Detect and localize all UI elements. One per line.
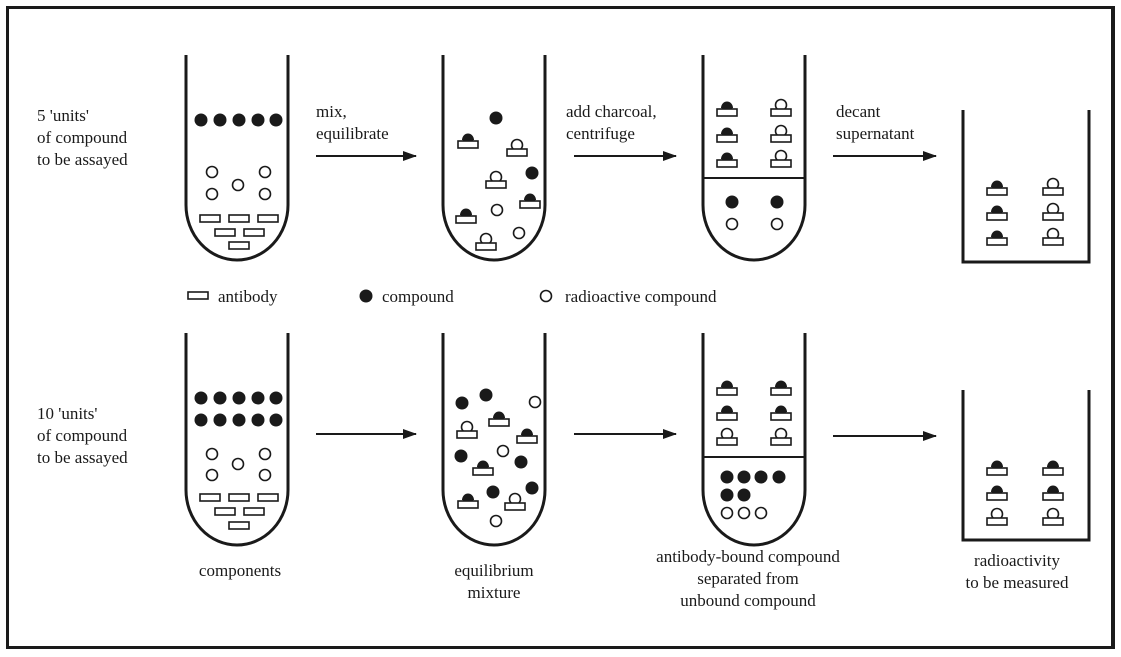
caption-separated: antibody-bound compound separated from u… [656, 547, 840, 610]
step-centrifuge-label: add charcoal, centrifuge [566, 102, 657, 143]
separated-bound-row1 [716, 98, 792, 168]
caption-components: components [198, 561, 282, 580]
equilibrium-contents-row2 [454, 388, 542, 528]
radioactive-dots-row2 [205, 447, 272, 482]
equilibrium-contents-row1 [455, 111, 541, 251]
separated-unbound-row2 [720, 470, 786, 520]
container-measured-row1 [961, 110, 1091, 264]
separated-bound-row2 [716, 379, 792, 446]
legend-radioactive-label: radioactive compound [565, 287, 717, 306]
legend-antibody-icon [187, 291, 209, 300]
tube-separated-row2 [701, 333, 807, 547]
radioactive-dots-row1 [205, 165, 272, 201]
row1-amount-label: 5 'units' of compound to be assayed [37, 106, 128, 169]
tube-separated-row1 [701, 55, 807, 262]
measured-contents-row1 [986, 177, 1064, 246]
separated-unbound-row1 [725, 195, 784, 231]
container-measured-row2 [961, 390, 1091, 542]
compound-dots-row2 [194, 391, 283, 427]
antibodies-row2 [199, 493, 279, 530]
row2-amount-label: 10 'units' of compound to be assayed [37, 404, 128, 467]
tube-components-row2 [184, 333, 290, 547]
caption-measured: radioactivity to be measured [965, 551, 1069, 592]
tube-equilibrium-row1 [441, 55, 547, 262]
legend-radioactive-icon [539, 289, 553, 303]
step-decant-label: decant supernatant [836, 102, 915, 143]
antibodies-row1 [199, 214, 279, 250]
caption-equilibrium: equilibrium mixture [454, 561, 534, 602]
legend-compound-label: compound [382, 287, 454, 306]
measured-contents-row2 [986, 459, 1064, 526]
tube-equilibrium-row2 [441, 333, 547, 547]
legend-antibody-label: antibody [218, 287, 278, 306]
tube-components-row1 [184, 55, 290, 262]
compound-dots-row1 [194, 113, 283, 127]
step-mix-label: mix, equilibrate [316, 102, 389, 143]
legend-compound-icon [359, 289, 373, 303]
figure-frame [6, 6, 1115, 649]
